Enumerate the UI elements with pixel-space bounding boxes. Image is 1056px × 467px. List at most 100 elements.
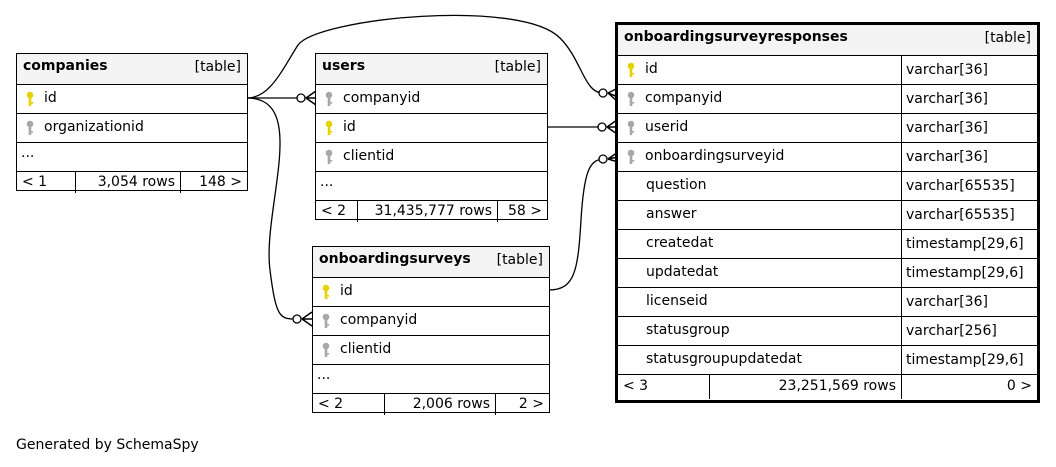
- optional-marker-responses-companyid: [598, 88, 608, 98]
- more-columns-ellipsis: ...: [320, 174, 334, 190]
- column-name: id: [44, 90, 57, 106]
- column-row[interactable]: createdat timestamp[29,6]: [618, 229, 1037, 258]
- table-footer: < 2 31,435,777 rows 58 >: [316, 200, 547, 222]
- column-name: id: [340, 283, 353, 299]
- column-row[interactable]: id: [313, 277, 549, 306]
- column-type: varchar[65535]: [901, 201, 1015, 229]
- foreign-key-icon: [321, 342, 331, 359]
- table-name: users: [322, 58, 366, 74]
- column-type: varchar[36]: [901, 288, 988, 316]
- column-row[interactable]: companyid varchar[36]: [618, 84, 1037, 113]
- column-type: timestamp[29,6]: [901, 230, 1024, 258]
- table-type-label: [table]: [984, 30, 1031, 46]
- column-name: companyid: [343, 90, 421, 106]
- column-row[interactable]: clientid: [316, 142, 547, 171]
- column-name: userid: [645, 119, 689, 135]
- column-row[interactable]: organizationid: [17, 113, 247, 142]
- column-type: varchar[256]: [901, 317, 997, 345]
- foreign-key-icon: [626, 91, 636, 108]
- table-type-label: [table]: [494, 59, 541, 75]
- parents-count[interactable]: < 2: [318, 396, 344, 412]
- column-row[interactable]: clientid: [313, 335, 549, 364]
- column-row[interactable]: companyid: [316, 84, 547, 113]
- table-footer: < 1 3,054 rows 148 >: [17, 171, 247, 193]
- optional-marker-responses-userid: [597, 122, 607, 132]
- column-row[interactable]: companyid: [313, 306, 549, 335]
- table-footer: < 3 23,251,569 rows 0 >: [618, 374, 1037, 399]
- rel-surveys-companyid-to-companies-id: [246, 97, 297, 320]
- rel-responses-companyid-to-companies-id: [246, 14, 604, 99]
- column-name: statusgroupupdatedat: [646, 351, 802, 367]
- column-name: id: [343, 119, 356, 135]
- column-row[interactable]: id varchar[36]: [618, 55, 1037, 84]
- schemaspy-credit: Generated by SchemaSpy: [16, 437, 199, 453]
- many-crowfoot-surveys-companyid: [301, 311, 313, 327]
- foreign-key-icon: [626, 120, 636, 137]
- column-name: updatedat: [646, 264, 719, 280]
- foreign-key-icon: [25, 120, 35, 137]
- children-count[interactable]: 148 >: [180, 172, 247, 193]
- column-name: createdat: [646, 235, 714, 251]
- column-type: varchar[36]: [901, 143, 988, 171]
- table-type-label: [table]: [496, 252, 543, 268]
- column-row[interactable]: answer varchar[65535]: [618, 200, 1037, 229]
- column-type: varchar[36]: [901, 85, 988, 113]
- column-name: question: [646, 177, 707, 193]
- children-count[interactable]: 58 >: [497, 201, 547, 222]
- foreign-key-icon: [324, 91, 334, 108]
- many-crowfoot-users-companyid: [305, 90, 317, 106]
- more-columns-ellipsis: ...: [317, 367, 331, 383]
- column-name: clientid: [343, 148, 395, 164]
- column-name: onboardingsurveyid: [645, 148, 785, 164]
- optional-marker-users-companyid: [296, 93, 306, 103]
- parents-count[interactable]: < 1: [22, 174, 48, 190]
- row-count: 2,006 rows: [384, 394, 495, 415]
- column-name: companyid: [340, 312, 418, 328]
- column-row[interactable]: licenseid varchar[36]: [618, 287, 1037, 316]
- children-count[interactable]: 2 >: [495, 394, 549, 415]
- optional-marker-responses-surveyid: [598, 154, 608, 164]
- children-count[interactable]: 0 >: [901, 375, 1037, 399]
- table-companies[interactable]: companies [table] id organizationid ... …: [16, 53, 248, 193]
- row-count: 23,251,569 rows: [709, 375, 901, 399]
- primary-key-icon: [321, 284, 331, 301]
- column-name: licenseid: [646, 293, 708, 309]
- row-count: 3,054 rows: [75, 172, 180, 193]
- more-columns-row: ...: [316, 171, 547, 200]
- column-row[interactable]: userid varchar[36]: [618, 113, 1037, 142]
- table-footer: < 2 2,006 rows 2 >: [313, 393, 549, 415]
- optional-marker-surveys-companyid: [292, 314, 302, 324]
- column-row[interactable]: question varchar[65535]: [618, 171, 1037, 200]
- table-header: onboardingsurveyresponses [table]: [618, 25, 1037, 55]
- more-columns-row: ...: [313, 364, 549, 393]
- column-row[interactable]: statusgroup varchar[256]: [618, 316, 1037, 345]
- table-onboardingsurveyresponses[interactable]: onboardingsurveyresponses [table] id var…: [615, 22, 1040, 403]
- column-name: organizationid: [44, 119, 144, 135]
- more-columns-row: ...: [17, 142, 247, 171]
- foreign-key-icon: [626, 149, 636, 166]
- table-onboardingsurveys[interactable]: onboardingsurveys [table] id companyid c…: [312, 246, 550, 415]
- primary-key-icon: [626, 62, 636, 79]
- table-header: companies [table]: [17, 54, 247, 84]
- row-count: 31,435,777 rows: [357, 201, 497, 222]
- table-name: companies: [23, 58, 108, 74]
- foreign-key-icon: [324, 149, 334, 166]
- column-row[interactable]: id: [17, 84, 247, 113]
- primary-key-icon: [25, 91, 35, 108]
- table-name: onboardingsurveyresponses: [624, 29, 848, 45]
- parents-count[interactable]: < 3: [623, 378, 649, 394]
- column-row[interactable]: onboardingsurveyid varchar[36]: [618, 142, 1037, 171]
- column-type: timestamp[29,6]: [901, 346, 1024, 374]
- table-type-label: [table]: [194, 59, 241, 75]
- parents-count[interactable]: < 2: [321, 203, 347, 219]
- column-row[interactable]: updatedat timestamp[29,6]: [618, 258, 1037, 287]
- column-row[interactable]: statusgroupupdatedat timestamp[29,6]: [618, 345, 1037, 374]
- more-columns-ellipsis: ...: [21, 145, 35, 161]
- column-row[interactable]: id: [316, 113, 547, 142]
- table-users[interactable]: users [table] companyid id clientid ... …: [315, 53, 548, 222]
- column-name: clientid: [340, 341, 392, 357]
- foreign-key-icon: [321, 313, 331, 330]
- column-type: varchar[36]: [901, 114, 988, 142]
- rel-responses-surveyid-to-surveys-id: [548, 158, 604, 291]
